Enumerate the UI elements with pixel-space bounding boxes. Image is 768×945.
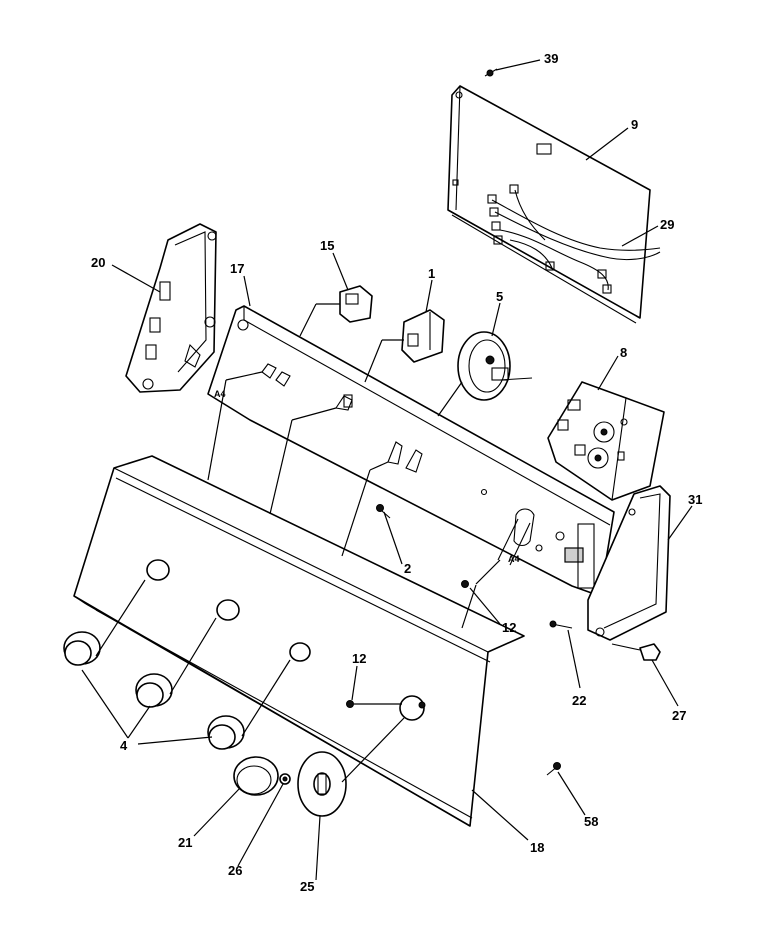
callout-12-b: 12 [352,651,366,666]
part-22-screw [549,620,573,629]
callout-25: 25 [300,879,314,894]
part-31-end-cap [587,485,671,641]
part-18-console [73,455,525,827]
callout-4: 4 [120,738,128,753]
svg-text:A4: A4 [214,389,226,399]
part-39-screw [484,68,498,77]
part-29-wire-harness [487,184,661,294]
callout-18: 18 [530,840,544,855]
knob-1 [63,631,101,666]
callout-leaders [81,59,693,881]
knob-3 [207,715,245,750]
callout-27: 27 [672,708,686,723]
part-21-knob [233,756,279,796]
callout-39: 39 [544,51,558,66]
part-12-screw-a [461,580,469,588]
callout-9: 9 [631,117,638,132]
part-5-pressure-switch [437,331,533,417]
callout-22: 22 [572,693,586,708]
part-9-rear-panel [447,85,651,324]
part-2-screw [376,504,391,519]
part-20-end-bracket [125,223,217,393]
callout-26: 26 [228,863,242,878]
part-12-screw-b [346,700,402,708]
callout-29: 29 [660,217,674,232]
callout-12-a: 12 [502,620,516,635]
callout-15: 15 [320,238,334,253]
part-26-washer [279,773,291,785]
callout-58: 58 [584,814,598,829]
callout-1: 1 [428,266,435,281]
callout-5: 5 [496,289,503,304]
knob-2 [135,673,173,708]
callout-labels: 39 9 29 20 17 15 1 5 8 31 2 12 12 22 27 … [91,51,702,894]
callout-8: 8 [620,345,627,360]
callout-20: 20 [91,255,105,270]
callout-17: 17 [230,261,244,276]
part-58-screw [546,762,561,776]
part-8-timer [547,381,665,501]
part-4-knobs [63,631,245,750]
callout-31: 31 [688,492,702,507]
svg-text:A4: A4 [508,554,520,564]
callout-2: 2 [404,561,411,576]
callout-21: 21 [178,835,192,850]
part-27-clip [611,643,661,661]
part-15-switch [299,285,373,337]
part-17-panel-bracket: A4 A4 [207,305,615,597]
part-1-selector-switch [364,309,445,383]
part-25-timer-dial [297,751,347,817]
